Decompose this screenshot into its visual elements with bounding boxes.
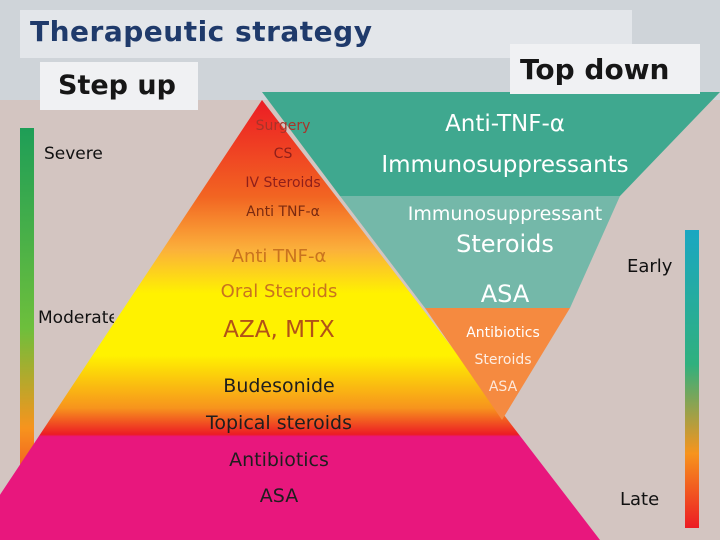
step-up-tier-3-item-2: Topical steroids xyxy=(205,412,353,434)
step-up-tier-2-item-2: Oral Steroids xyxy=(220,281,338,302)
step-up-tier-1-item-4: Anti TNF-α xyxy=(246,204,320,220)
step-up-tier-1-item-1: Surgery xyxy=(255,118,311,134)
top-down-label: Top down xyxy=(520,53,670,86)
step-up-label-background xyxy=(40,62,198,110)
top-down-tier-1-item-1: Anti-TNF-α xyxy=(445,111,565,137)
top-down-tier-2-item-1: Immunosuppressant xyxy=(407,203,603,225)
top-down-tier-1-item-2: Immunosuppressants xyxy=(381,152,629,178)
page-title: Therapeutic strategy xyxy=(30,15,373,48)
step-up-tier-2-item-1: Anti TNF-α xyxy=(231,246,327,267)
timing-bar xyxy=(685,230,699,528)
step-up-tier-1-item-3: IV Steroids xyxy=(245,175,321,191)
top-down-upper-tier xyxy=(262,92,720,196)
top-down-tier-3-item-2: Steroids xyxy=(474,352,532,368)
top-down-lower-tier xyxy=(425,308,570,420)
top-down-tier-3-item-1: Antibiotics xyxy=(466,325,540,341)
step-up-tier-1-item-2: CS xyxy=(273,146,293,162)
step-up-tier-3-item-4: ASA xyxy=(259,485,299,507)
severity-bar xyxy=(20,128,34,528)
severity-low-label: Moderate xyxy=(38,310,114,327)
step-up-tier-3-item-3: Antibiotics xyxy=(229,449,329,471)
step-up-label: Step up xyxy=(58,70,176,101)
top-down-tier-2-item-3: ASA xyxy=(480,280,530,308)
top-down-tier-2-item-2: Steroids xyxy=(456,230,554,258)
timing-early-label: Early xyxy=(627,256,673,277)
step-up-tier-3-item-1: Budesonide xyxy=(223,375,335,397)
top-down-label-background xyxy=(510,44,700,94)
step-up-tier-2-item-3: AZA, MTX xyxy=(223,317,335,343)
step-up-pyramid xyxy=(0,100,600,540)
timing-late-label: Late xyxy=(620,489,660,510)
severity-high-label: Severe xyxy=(44,144,103,164)
top-down-middle-tier xyxy=(340,196,620,308)
top-down-tier-3-item-3: ASA xyxy=(488,379,518,395)
